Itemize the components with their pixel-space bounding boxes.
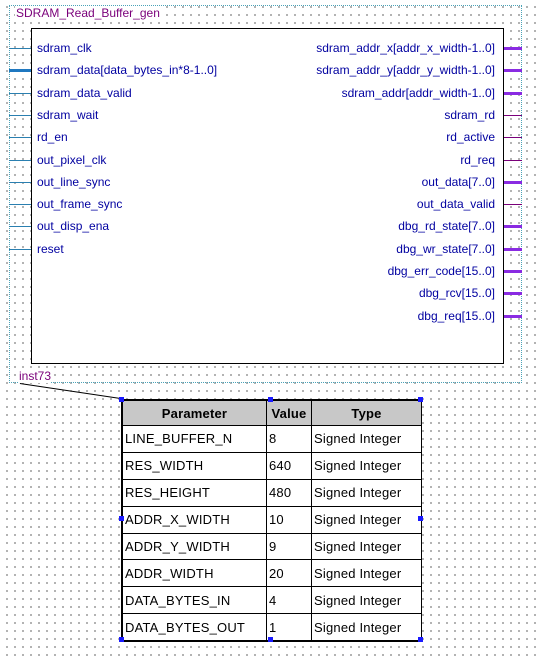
resize-handle-top-right[interactable] [418,397,423,402]
cell-type: Signed Integer [311,586,422,615]
output-wire[interactable] [504,225,522,228]
output-port-label: sdram_rd [444,108,495,122]
cell-type: Signed Integer [311,532,422,561]
input-wire[interactable] [9,69,31,72]
cell-value: 9 [266,532,312,561]
table-connector-line [19,383,119,399]
resize-handle-top-mid[interactable] [268,397,273,402]
input-port-label: sdram_clk [37,41,92,55]
cell-type: Signed Integer [311,451,422,480]
output-port-label: sdram_addr_x[addr_x_width-1..0] [316,41,495,55]
output-port-label: sdram_addr[addr_width-1..0] [341,86,495,100]
resize-handle-bottom-left[interactable] [119,637,124,642]
header-parameter: Parameter [122,400,267,426]
output-wire[interactable] [504,47,522,50]
output-wire[interactable] [504,181,522,184]
cell-type: Signed Integer [311,613,422,641]
cell-type: Signed Integer [311,478,422,507]
input-wire[interactable] [9,137,31,138]
cell-parameter: LINE_BUFFER_N [122,425,267,453]
input-wire[interactable] [9,226,31,227]
cell-value: 10 [266,505,312,534]
input-port-label: out_frame_sync [37,197,123,211]
symbol-frame[interactable] [9,5,522,383]
output-port-label: out_data_valid [416,197,495,211]
cell-parameter: DATA_BYTES_OUT [122,613,267,641]
input-port-label: out_pixel_clk [37,153,107,167]
table-header-row: Parameter Value Type [122,400,422,426]
input-wire[interactable] [9,160,31,161]
cell-type: Signed Integer [311,559,422,588]
cell-type: Signed Integer [311,425,422,453]
output-wire[interactable] [504,315,522,318]
input-port-label: out_line_sync [37,175,111,189]
input-port-label: sdram_data_valid [37,86,132,100]
output-wire[interactable] [504,270,522,273]
cell-value: 8 [266,425,312,453]
cell-value: 640 [266,451,312,480]
resize-handle-mid-right[interactable] [418,516,423,521]
resize-handle-top-left[interactable] [119,397,124,402]
output-wire[interactable] [504,160,522,161]
resize-handle-mid-left[interactable] [119,516,124,521]
input-port-label: sdram_data[data_bytes_in*8-1..0] [37,63,218,77]
output-port-label: dbg_rcv[15..0] [418,286,495,300]
input-port-label: rd_en [37,130,68,144]
cell-value: 1 [266,613,312,641]
input-wire[interactable] [9,93,31,94]
symbol-block[interactable] [31,28,504,364]
cell-value: 20 [266,559,312,588]
instance-name: inst73 [19,369,52,383]
input-wire[interactable] [9,115,31,116]
output-port-label: dbg_wr_state[7..0] [396,242,495,256]
output-wire[interactable] [504,115,522,116]
input-port-label: out_disp_ena [37,219,110,233]
output-wire[interactable] [504,92,522,95]
symbol-title: SDRAM_Read_Buffer_gen [15,6,161,20]
cell-value: 480 [266,478,312,507]
output-port-label: rd_req [460,153,495,167]
cell-type: Signed Integer [311,505,422,534]
input-wire[interactable] [9,204,31,205]
cell-parameter: DATA_BYTES_IN [122,586,267,615]
input-port-label: reset [37,242,64,256]
resize-handle-bottom-right[interactable] [418,637,423,642]
input-wire[interactable] [9,182,31,183]
output-wire[interactable] [504,248,522,251]
output-port-label: dbg_rd_state[7..0] [398,219,495,233]
cell-parameter: ADDR_Y_WIDTH [122,532,267,561]
output-wire[interactable] [504,137,522,138]
cell-value: 4 [266,586,312,615]
output-wire[interactable] [504,292,522,295]
output-port-label: dbg_req[15..0] [417,309,495,323]
cell-parameter: ADDR_WIDTH [122,559,267,588]
input-wire[interactable] [9,249,31,250]
output-port-label: dbg_err_code[15..0] [387,264,495,278]
output-port-label: out_data[7..0] [421,175,495,189]
output-port-label: sdram_addr_y[addr_y_width-1..0] [316,63,495,77]
output-wire[interactable] [504,69,522,72]
input-port-label: sdram_wait [37,108,99,122]
cell-parameter: ADDR_X_WIDTH [122,505,267,534]
output-port-label: rd_active [446,130,495,144]
output-wire[interactable] [504,204,522,205]
header-value: Value [266,400,312,426]
header-type: Type [311,400,422,426]
cell-parameter: RES_HEIGHT [122,478,267,507]
resize-handle-bottom-mid[interactable] [268,637,273,642]
input-wire[interactable] [9,48,31,49]
cell-parameter: RES_WIDTH [122,451,267,480]
